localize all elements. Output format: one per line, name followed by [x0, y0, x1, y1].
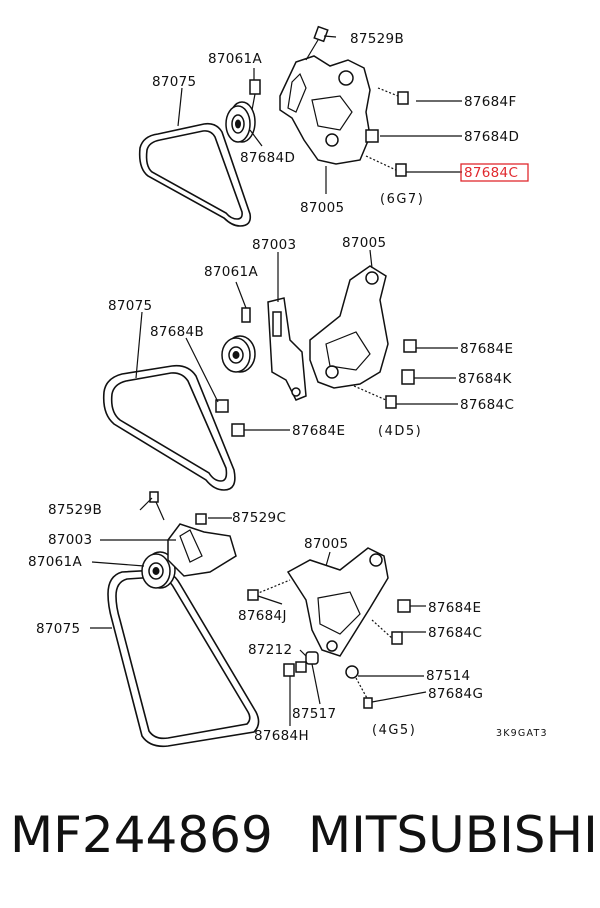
part-87212	[305, 651, 319, 665]
pulley-bolt	[241, 307, 251, 323]
label-87684g: 87684G	[428, 686, 483, 702]
bolt-87684f	[377, 87, 409, 105]
label-87684j: 87684J	[238, 608, 287, 624]
bolt-87684e-left	[231, 423, 245, 437]
part-87517	[295, 661, 307, 673]
label-87061a: 87061A	[204, 264, 258, 280]
tensioner-bracket	[279, 55, 371, 165]
bolt-87529c	[195, 513, 207, 525]
label-87684e: 87684E	[428, 600, 481, 616]
label-87684c-highlight[interactable]: 87684C	[464, 165, 518, 181]
label-87684f: 87684F	[464, 94, 517, 110]
drive-belt-inner	[145, 130, 243, 220]
idler-pulley	[221, 335, 256, 373]
label-87075: 87075	[152, 74, 196, 90]
tensioner-arm	[167, 523, 237, 577]
bolt-87684b	[215, 399, 229, 413]
assembly-6g7: 87529B 87061A 87075 87684F 87684D 87684D…	[138, 25, 529, 227]
brand-name: MITSUBISHI	[308, 806, 598, 864]
drive-belt	[102, 364, 236, 491]
bolt-87684h	[283, 663, 295, 677]
label-87684c: 87684C	[460, 397, 514, 413]
bolt-87684e-right	[403, 339, 417, 353]
label-87684e-left: 87684E	[292, 423, 345, 439]
label-87514: 87514	[426, 668, 470, 684]
label-87529b: 87529B	[48, 502, 102, 518]
part-87514	[345, 665, 359, 679]
bolt-87684c	[371, 619, 403, 645]
bolt-87684d-right	[365, 129, 379, 143]
idler-pulley	[141, 551, 176, 589]
assembly-4g5: 87529B 87529C 87003 87005 87061A 87684E …	[28, 491, 548, 748]
bolt-87684j	[247, 579, 291, 601]
label-87005: 87005	[304, 536, 348, 552]
label-87061a: 87061A	[208, 51, 262, 67]
tensioner-bracket	[286, 547, 389, 657]
bolt-87684c	[353, 385, 397, 409]
assembly-4d5: 87003 87005 87061A 87075 87684B 87684E 8…	[102, 235, 514, 491]
label-87684e-right: 87684E	[460, 341, 513, 357]
drive-belt-inner	[115, 576, 251, 740]
label-87075: 87075	[108, 298, 152, 314]
bolt-87684k	[401, 369, 415, 385]
label-87529b: 87529B	[350, 31, 404, 47]
label-87517: 87517	[292, 706, 336, 722]
idler-pulley	[225, 101, 256, 143]
footer: MF244869 MITSUBISHI	[0, 800, 600, 880]
label-87075: 87075	[36, 621, 80, 637]
label-87684b: 87684B	[150, 324, 204, 340]
label-87684d-left: 87684D	[240, 150, 295, 166]
drive-belt	[138, 122, 252, 227]
label-87684k: 87684K	[458, 371, 512, 387]
label-87684h: 87684H	[254, 728, 309, 744]
top-bolt	[305, 25, 329, 61]
bolt-87529b	[149, 491, 165, 521]
pulley-bolt	[249, 79, 261, 111]
part-number: MF244869	[10, 806, 273, 864]
variant-6g7: (6G7)	[380, 192, 424, 207]
label-87529c: 87529C	[232, 510, 286, 526]
label-87684d-right: 87684D	[464, 129, 519, 145]
label-87005: 87005	[300, 200, 344, 216]
drive-belt	[107, 569, 260, 748]
variant-4g5: (4G5)	[372, 723, 416, 738]
bolt-87684g	[355, 677, 373, 709]
variant-4d5: (4D5)	[378, 424, 422, 439]
label-87003: 87003	[252, 237, 296, 253]
label-87684c: 87684C	[428, 625, 482, 641]
tensioner-bracket	[309, 265, 389, 389]
bolt-87684c	[365, 155, 407, 177]
label-87061a: 87061A	[28, 554, 82, 570]
bolt-87684e	[397, 599, 411, 613]
label-87005: 87005	[342, 235, 386, 251]
highlight-box	[460, 163, 529, 182]
drive-belt-inner	[110, 372, 228, 482]
drawing-code: 3K9GAT3	[496, 728, 548, 739]
label-87003: 87003	[48, 532, 92, 548]
parts-diagram: 87529B 87061A 87075 87684F 87684D 87684D…	[28, 25, 548, 748]
label-87212: 87212	[248, 642, 292, 658]
